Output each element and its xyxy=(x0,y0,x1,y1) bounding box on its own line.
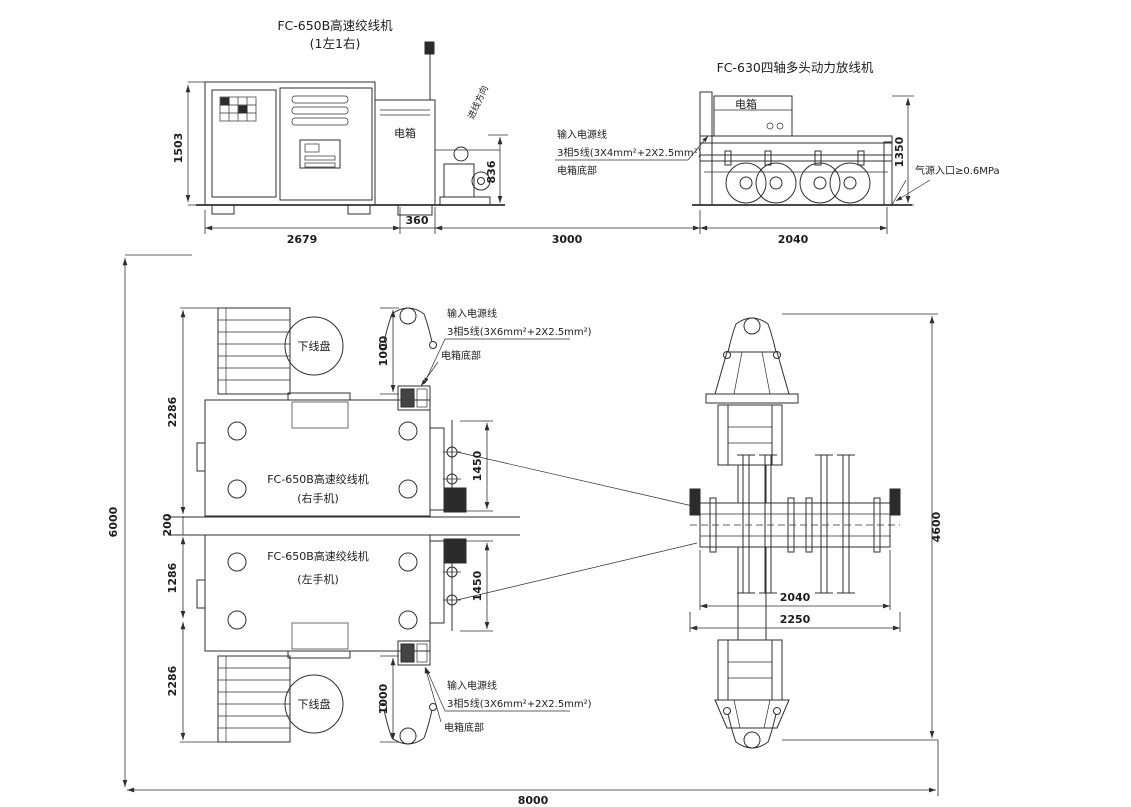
payoff-electric-box-label: 电箱 xyxy=(735,97,757,111)
wire-direction-label: 进线方向 xyxy=(465,84,491,122)
air-inlet-leader xyxy=(895,179,931,202)
dim-200: 200 xyxy=(161,513,174,536)
dim-1000-bottom: 1000 xyxy=(377,683,390,714)
power-note-line1: 输入电源线 xyxy=(557,128,607,141)
control-panel xyxy=(299,139,341,169)
payoff-axle-4 xyxy=(837,454,855,594)
dim-4600: 4600 xyxy=(930,511,943,542)
air-inlet-note: 气源入口≥0.6MPa xyxy=(895,164,1000,202)
wire-route-top xyxy=(456,451,698,508)
machine-foot xyxy=(211,204,235,215)
elevation-dimensions: 1503 836 1350 2679 360 3000 2040 xyxy=(172,81,914,246)
twister-side-view: 电箱 xyxy=(204,41,436,216)
payoff-top-rail xyxy=(699,135,893,144)
antenna-tip xyxy=(424,41,435,55)
right-hand-machine-subtitle: (右手机) xyxy=(297,491,339,505)
right-machine-title: FC-630四轴多头动力放线机 xyxy=(717,60,874,75)
dim-1286: 1286 xyxy=(166,562,179,593)
dim-2250: 2250 xyxy=(780,613,811,626)
electric-box-plan-bottom xyxy=(397,640,431,666)
dim-836: 836 xyxy=(485,160,498,183)
payoff-axle-3 xyxy=(815,454,833,594)
plan-note-bottom-line3: 电箱底部 xyxy=(444,721,484,734)
dim-8000: 8000 xyxy=(518,794,549,807)
wire-inlet-unit: 进线方向 xyxy=(435,84,500,206)
payoff-end-block-right xyxy=(889,488,901,516)
payoff-mast-right xyxy=(883,141,893,206)
dim-2286-bottom: 2286 xyxy=(166,665,179,696)
plan-note-bottom-line2: 3相5线(3X6mm²+2X2.5mm²) xyxy=(447,697,592,710)
payoff-spool-top xyxy=(717,404,783,466)
payoff-axle-2 xyxy=(759,454,777,594)
payoff-side-view: 电箱 xyxy=(699,91,907,206)
plan-note-top-line3: 电箱底部 xyxy=(441,349,481,362)
motor-body xyxy=(443,163,475,198)
wire-route-bottom xyxy=(456,542,698,601)
dim-3000: 3000 xyxy=(552,233,583,246)
power-note-leader xyxy=(687,135,709,161)
left-hand-machine-title: FC-650B高速绞线机 xyxy=(267,549,369,563)
dim-6000: 6000 xyxy=(107,506,120,537)
electric-box-panel xyxy=(374,99,436,206)
dim-1450-bottom: 1450 xyxy=(471,570,484,601)
dim-2040-plan: 2040 xyxy=(780,591,811,604)
dim-1350: 1350 xyxy=(893,136,906,167)
dim-2679: 2679 xyxy=(287,233,318,246)
elevation-view: FC-650B高速绞线机 (1左1右) FC-630四轴多头动力放线机 xyxy=(172,18,1000,246)
dim-1503: 1503 xyxy=(172,133,185,164)
dim-360: 360 xyxy=(406,214,429,227)
vent-slot xyxy=(291,95,349,104)
dim-1000-top: 1000 xyxy=(377,335,390,366)
dim-2286-top: 2286 xyxy=(166,396,179,427)
left-hand-machine-subtitle: (左手机) xyxy=(297,572,339,586)
payoff-plan-view xyxy=(689,351,901,729)
electric-box-plan-top xyxy=(397,385,431,411)
payoff-stand-bottom xyxy=(714,699,790,729)
motor-block-top xyxy=(443,487,467,513)
takedown-reel-bottom xyxy=(284,674,344,734)
plan-note-bottom-line1: 输入电源线 xyxy=(447,679,497,692)
vent-slot xyxy=(291,106,349,115)
payoff-wheel xyxy=(755,162,797,204)
dim-1450-top: 1450 xyxy=(471,450,484,481)
takedown-reel-top xyxy=(284,316,344,376)
plan-dimensions: 6000 2286 200 1286 2286 1000 1000 xyxy=(107,254,943,807)
twister-plan-left-hand: FC-650B高速绞线机 (左手机) xyxy=(196,534,467,659)
electric-box-label: 电箱 xyxy=(394,126,416,140)
vent-slot xyxy=(291,117,349,126)
power-note-line2: 3相5线(3X4mm²+2X2.5mm²) xyxy=(557,146,702,159)
vent-dark-cell xyxy=(220,97,230,106)
payoff-axle-1 xyxy=(737,454,755,594)
plan-view: 下线盘 FC-650B高速绞线机 (右手机) xyxy=(107,254,943,807)
payoff-wheel xyxy=(829,162,871,204)
plan-note-top-line1: 输入电源线 xyxy=(447,307,497,320)
vent-dark-cell xyxy=(238,105,248,114)
plan-power-note-bottom: 输入电源线 3相5线(3X6mm²+2X2.5mm²) 电箱底部 xyxy=(424,666,592,734)
machine-foot xyxy=(347,204,371,215)
power-note-line3: 电箱底部 xyxy=(557,164,597,177)
motor-end xyxy=(471,171,491,191)
payoff-wheel xyxy=(725,162,767,204)
plan-power-note-top: 输入电源线 3相5线(3X6mm²+2X2.5mm²) 电箱底部 xyxy=(420,307,592,387)
takedown-area-top: 下线盘 xyxy=(217,307,344,395)
payoff-mast-left xyxy=(699,91,713,206)
left-machine-subtitle: (1左1右) xyxy=(310,36,361,51)
payoff-wheel xyxy=(799,162,841,204)
elevation-power-note: 输入电源线 3相5线(3X4mm²+2X2.5mm²) 电箱底部 xyxy=(555,128,709,177)
air-inlet-label: 气源入口≥0.6MPa xyxy=(915,164,1000,177)
twister-plan-right-hand: FC-650B高速绞线机 (右手机) xyxy=(196,392,467,517)
pulley xyxy=(453,146,469,162)
takedown-area-bottom: 下线盘 xyxy=(217,655,344,743)
takedown-reel-top-label: 下线盘 xyxy=(298,339,331,353)
left-machine-title: FC-650B高速绞线机 xyxy=(277,18,393,33)
right-hand-machine-title: FC-650B高速绞线机 xyxy=(267,472,369,486)
takedown-reel-bottom-label: 下线盘 xyxy=(298,697,331,711)
plan-note-top-line2: 3相5线(3X6mm²+2X2.5mm²) xyxy=(447,325,592,338)
motor-block-bottom xyxy=(443,538,467,564)
payoff-end-block-left xyxy=(689,488,701,516)
dim-2040-elev: 2040 xyxy=(778,233,809,246)
